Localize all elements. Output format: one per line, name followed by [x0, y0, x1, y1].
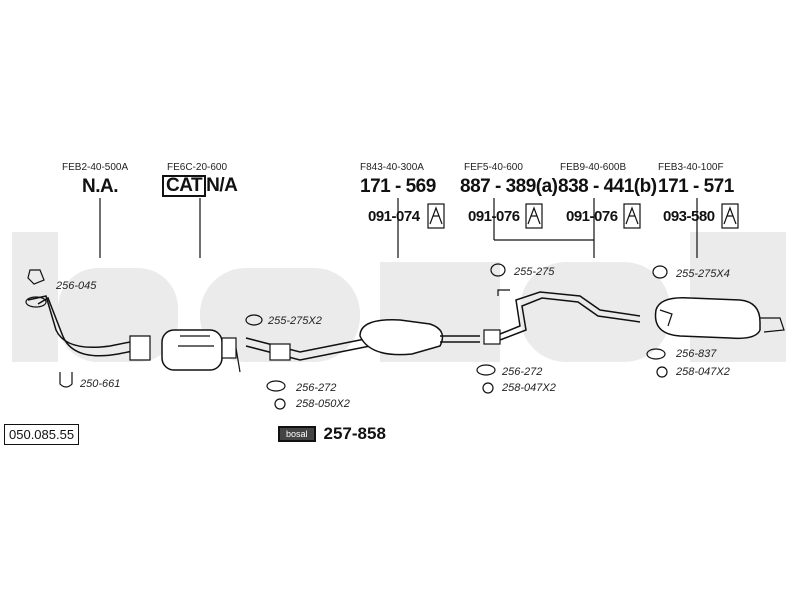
intermediate-pipe-drawing [483, 289, 641, 345]
section-code: FE6C-20-600 [167, 162, 228, 173]
bracket-part-number[interactable]: 093-580 [663, 208, 715, 225]
kit-row[interactable]: bosal 257-858 [278, 424, 386, 444]
catalyst-drawing [161, 329, 241, 373]
bracket-icon [721, 203, 739, 229]
front-pipe-drawing [25, 269, 151, 388]
callout-label[interactable]: 258-050X2 [296, 398, 350, 410]
bracket-part-number[interactable]: 091-074 [368, 208, 420, 225]
center-silencer-drawing [245, 319, 480, 361]
section-code: F843-40-300A [360, 162, 424, 173]
bracket-icon [427, 203, 445, 229]
callout-label[interactable]: 256-045 [56, 280, 97, 292]
bracket-part-number[interactable]: 091-076 [566, 208, 618, 225]
bosal-tag: bosal [278, 426, 316, 442]
section-code: FEB3-40-100F [658, 162, 724, 173]
gasket-icon [476, 364, 496, 376]
clamp-icon [59, 372, 73, 388]
section-code: FEF5-40-600 [464, 162, 523, 173]
bracket-icon [525, 203, 543, 229]
callout-label[interactable]: 256-272 [502, 366, 543, 378]
callout-label[interactable]: 255-275 [514, 266, 555, 278]
section-code: FEB2-40-500A [62, 162, 129, 173]
rear-silencer-drawing [654, 297, 785, 340]
bracket-icon [623, 203, 641, 229]
callout-label[interactable]: 258-047X2 [502, 382, 556, 394]
gasket-icon [245, 314, 263, 326]
nut-icon [274, 398, 286, 410]
callout-label[interactable]: 255-275X2 [268, 315, 322, 327]
callout-label[interactable]: 250-661 [80, 378, 121, 390]
kit-number: 257-858 [323, 424, 386, 443]
callout-label[interactable]: 256-272 [296, 382, 337, 394]
gasket-icon [646, 348, 666, 360]
part-number: N/A [206, 175, 238, 196]
cat-badge: CAT [162, 175, 207, 197]
part-number[interactable]: 887 - 389(a) [460, 176, 558, 197]
callout-label[interactable]: 256-837 [676, 348, 717, 360]
gasket-icon [652, 265, 668, 279]
callout-label[interactable]: 255-275X4 [676, 268, 730, 280]
nut-icon [482, 382, 494, 394]
gasket-icon [266, 380, 286, 392]
part-number[interactable]: N.A. [82, 176, 119, 197]
part-number[interactable]: 171 - 571 [658, 176, 734, 197]
gasket-icon [490, 263, 506, 277]
section-code: FEB9-40-600B [560, 162, 627, 173]
callout-label[interactable]: 258-047X2 [676, 366, 730, 378]
reference-number: 050.085.55 [4, 424, 80, 445]
gasket-icon [27, 269, 45, 285]
part-number[interactable]: 838 - 441(b) [558, 176, 657, 197]
nut-icon [656, 366, 668, 378]
part-number[interactable]: 171 - 569 [360, 176, 436, 197]
